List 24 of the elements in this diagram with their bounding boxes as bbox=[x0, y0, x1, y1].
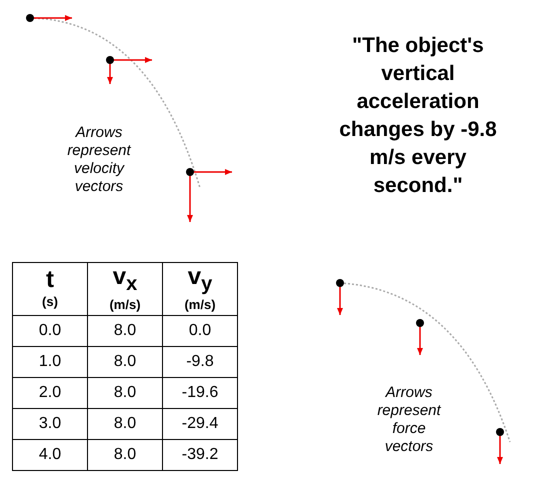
unit-label: (s) bbox=[42, 294, 58, 309]
table-cell: 0.0 bbox=[162, 316, 238, 346]
table-cell: 8.0 bbox=[88, 316, 162, 346]
table-cell: 3.0 bbox=[12, 408, 88, 440]
column-header: v$_{x}$ bbox=[112, 264, 138, 296]
column-header: v$_{y}$ bbox=[188, 264, 212, 296]
caption: Arrows represent force vectors bbox=[376, 384, 442, 456]
table-cell: 4.0 bbox=[12, 440, 88, 470]
unit-label: (m/s) bbox=[184, 297, 216, 312]
table-cell: 1.0 bbox=[12, 346, 88, 378]
caption: Arrows represent velocity vectors bbox=[66, 124, 132, 196]
table-cell: -29.4 bbox=[162, 408, 238, 440]
table-cell: -39.2 bbox=[162, 440, 238, 470]
quote-text: "The object's vertical acceleration changes by -9.8 m/s every second." bbox=[338, 33, 498, 199]
table-cell: 8.0 bbox=[88, 378, 162, 408]
unit-label: (m/s) bbox=[109, 297, 141, 312]
table-cell: -19.6 bbox=[162, 378, 238, 408]
table-cell: 0.0 bbox=[12, 316, 88, 346]
table-cell: -9.8 bbox=[162, 346, 238, 378]
table-cell: 2.0 bbox=[12, 378, 88, 408]
table-cell: 8.0 bbox=[88, 346, 162, 378]
column-header: t bbox=[46, 267, 54, 293]
table-cell: 8.0 bbox=[88, 408, 162, 440]
table-cell: 8.0 bbox=[88, 440, 162, 470]
